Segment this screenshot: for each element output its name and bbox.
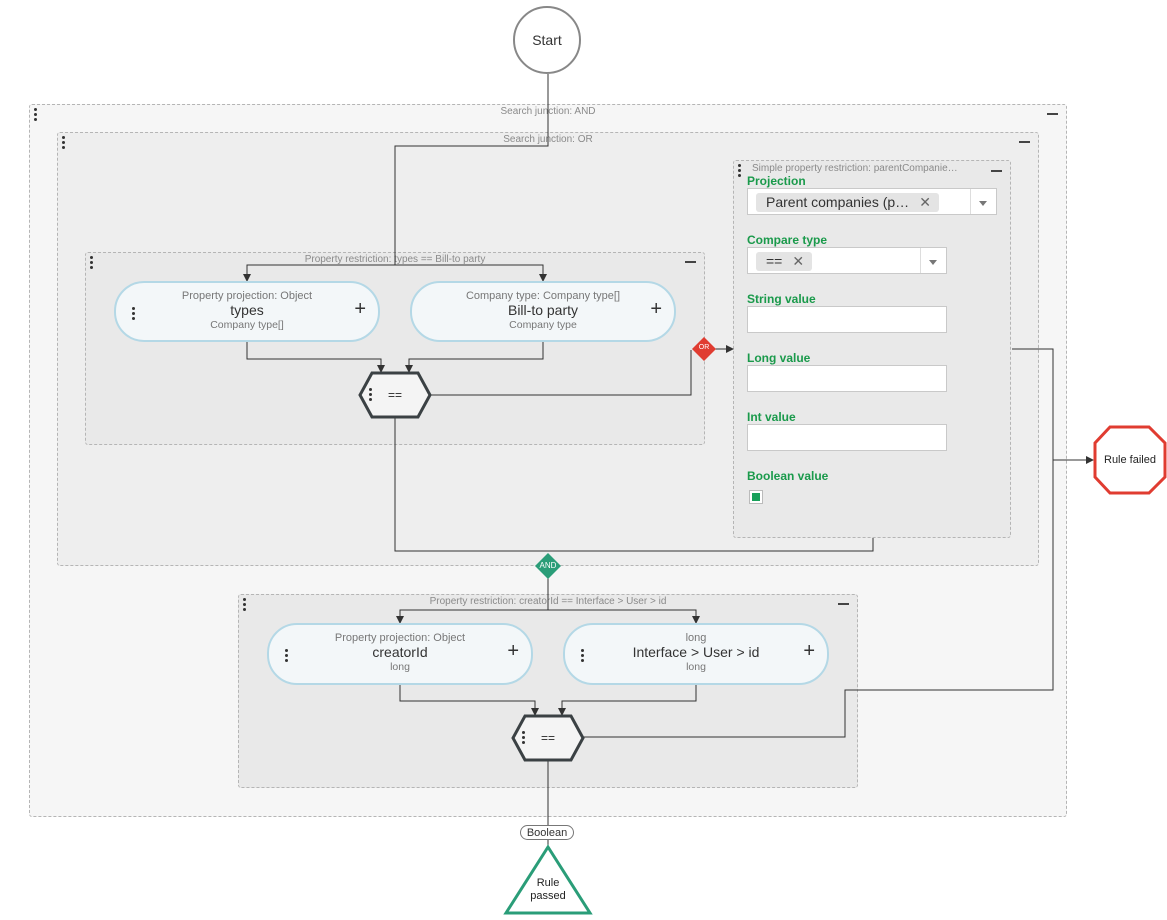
int-value-label: Int value — [747, 410, 796, 424]
creator-restriction-title: Property restriction: creatorId == Inter… — [429, 596, 667, 607]
creator-projection-pill[interactable]: Property projection: Object creatorId lo… — [267, 623, 533, 685]
bill-to-party-pill[interactable]: Company type: Company type[] Bill-to par… — [410, 281, 676, 342]
creator-operator-menu-icon[interactable] — [522, 731, 526, 746]
compare-type-chip: == ✕ — [756, 252, 813, 271]
checkbox-checked-mark — [752, 493, 760, 501]
creator-operator-label[interactable]: == — [540, 731, 555, 745]
or-badge[interactable]: OR — [698, 344, 710, 351]
and-junction-menu-icon[interactable] — [34, 108, 38, 123]
add-icon[interactable]: + — [650, 298, 662, 320]
types-restriction-title: Property restriction: types == Bill-to p… — [304, 254, 486, 265]
projection-chip: Parent companies (p… ✕ — [756, 193, 939, 212]
pill-sub-label: Company type[] — [210, 319, 284, 331]
compare-type-dropdown-icon[interactable] — [920, 248, 946, 273]
pill-main-label: Bill-to party — [507, 302, 579, 318]
pill-type-label: Property projection: Object — [181, 290, 313, 302]
compare-type-select[interactable]: == ✕ — [747, 247, 947, 274]
user-id-pill[interactable]: long Interface > User > id long + — [563, 623, 829, 685]
simple-restriction-menu-icon[interactable] — [738, 164, 742, 179]
string-value-input[interactable] — [747, 306, 947, 333]
pill-sub-label: Company type — [509, 319, 577, 331]
compare-type-label: Compare type — [747, 233, 828, 247]
and-junction-collapse-icon[interactable] — [1047, 113, 1058, 115]
add-icon[interactable]: + — [803, 640, 815, 662]
pill-type-label: Company type: Company type[] — [465, 290, 621, 302]
output-type-tag: Boolean — [520, 825, 574, 840]
pill-sub-label: long — [390, 661, 410, 673]
projection-label: Projection — [747, 174, 806, 188]
or-junction-title: Search junction: OR — [503, 134, 593, 145]
types-restriction-collapse-icon[interactable] — [685, 261, 696, 263]
user-id-menu-icon[interactable] — [581, 649, 585, 664]
types-projection-pill[interactable]: Property projection: Object types Compan… — [114, 281, 380, 342]
rule-failed-node[interactable]: Rule failed — [1104, 454, 1156, 466]
creator-projection-menu-icon[interactable] — [285, 649, 289, 664]
types-operator-label[interactable]: == — [387, 388, 402, 402]
string-value-label: String value — [747, 292, 816, 306]
boolean-value-checkbox[interactable] — [749, 490, 763, 504]
compare-type-value: == — [766, 253, 783, 269]
projection-select[interactable]: Parent companies (p… ✕ — [747, 188, 997, 215]
start-node[interactable]: Start — [513, 6, 581, 74]
or-junction-menu-icon[interactable] — [62, 136, 66, 151]
pill-main-label: types — [230, 302, 264, 318]
pill-type-label: long — [685, 632, 707, 644]
and-badge[interactable]: AND — [539, 561, 557, 570]
pill-sub-label: long — [686, 661, 706, 673]
types-projection-menu-icon[interactable] — [132, 307, 136, 322]
pill-type-label: Property projection: Object — [334, 632, 466, 644]
int-value-input[interactable] — [747, 424, 947, 451]
creator-restriction-menu-icon[interactable] — [243, 598, 247, 613]
and-junction-title: Search junction: AND — [500, 106, 596, 117]
types-operator-menu-icon[interactable] — [369, 388, 373, 403]
boolean-value-label: Boolean value — [747, 469, 829, 483]
simple-restriction-title: Simple property restriction: parentCompa… — [752, 163, 958, 174]
projection-dropdown-icon[interactable] — [970, 189, 996, 214]
long-value-input[interactable] — [747, 365, 947, 392]
rule-passed-line1[interactable]: Rule — [536, 877, 560, 889]
creator-restriction-collapse-icon[interactable] — [838, 603, 849, 605]
add-icon[interactable]: + — [354, 298, 366, 320]
pill-main-label: Interface > User > id — [632, 644, 760, 660]
remove-compare-type-icon[interactable]: ✕ — [792, 253, 805, 269]
rule-passed-line2[interactable]: passed — [530, 890, 566, 902]
remove-projection-icon[interactable]: ✕ — [919, 194, 931, 210]
add-icon[interactable]: + — [507, 640, 519, 662]
long-value-label: Long value — [747, 351, 811, 365]
types-restriction-menu-icon[interactable] — [90, 256, 94, 271]
pill-main-label: creatorId — [372, 644, 428, 660]
or-junction-collapse-icon[interactable] — [1019, 141, 1030, 143]
simple-restriction-collapse-icon[interactable] — [991, 170, 1002, 172]
projection-value: Parent companies (p… — [766, 194, 910, 210]
